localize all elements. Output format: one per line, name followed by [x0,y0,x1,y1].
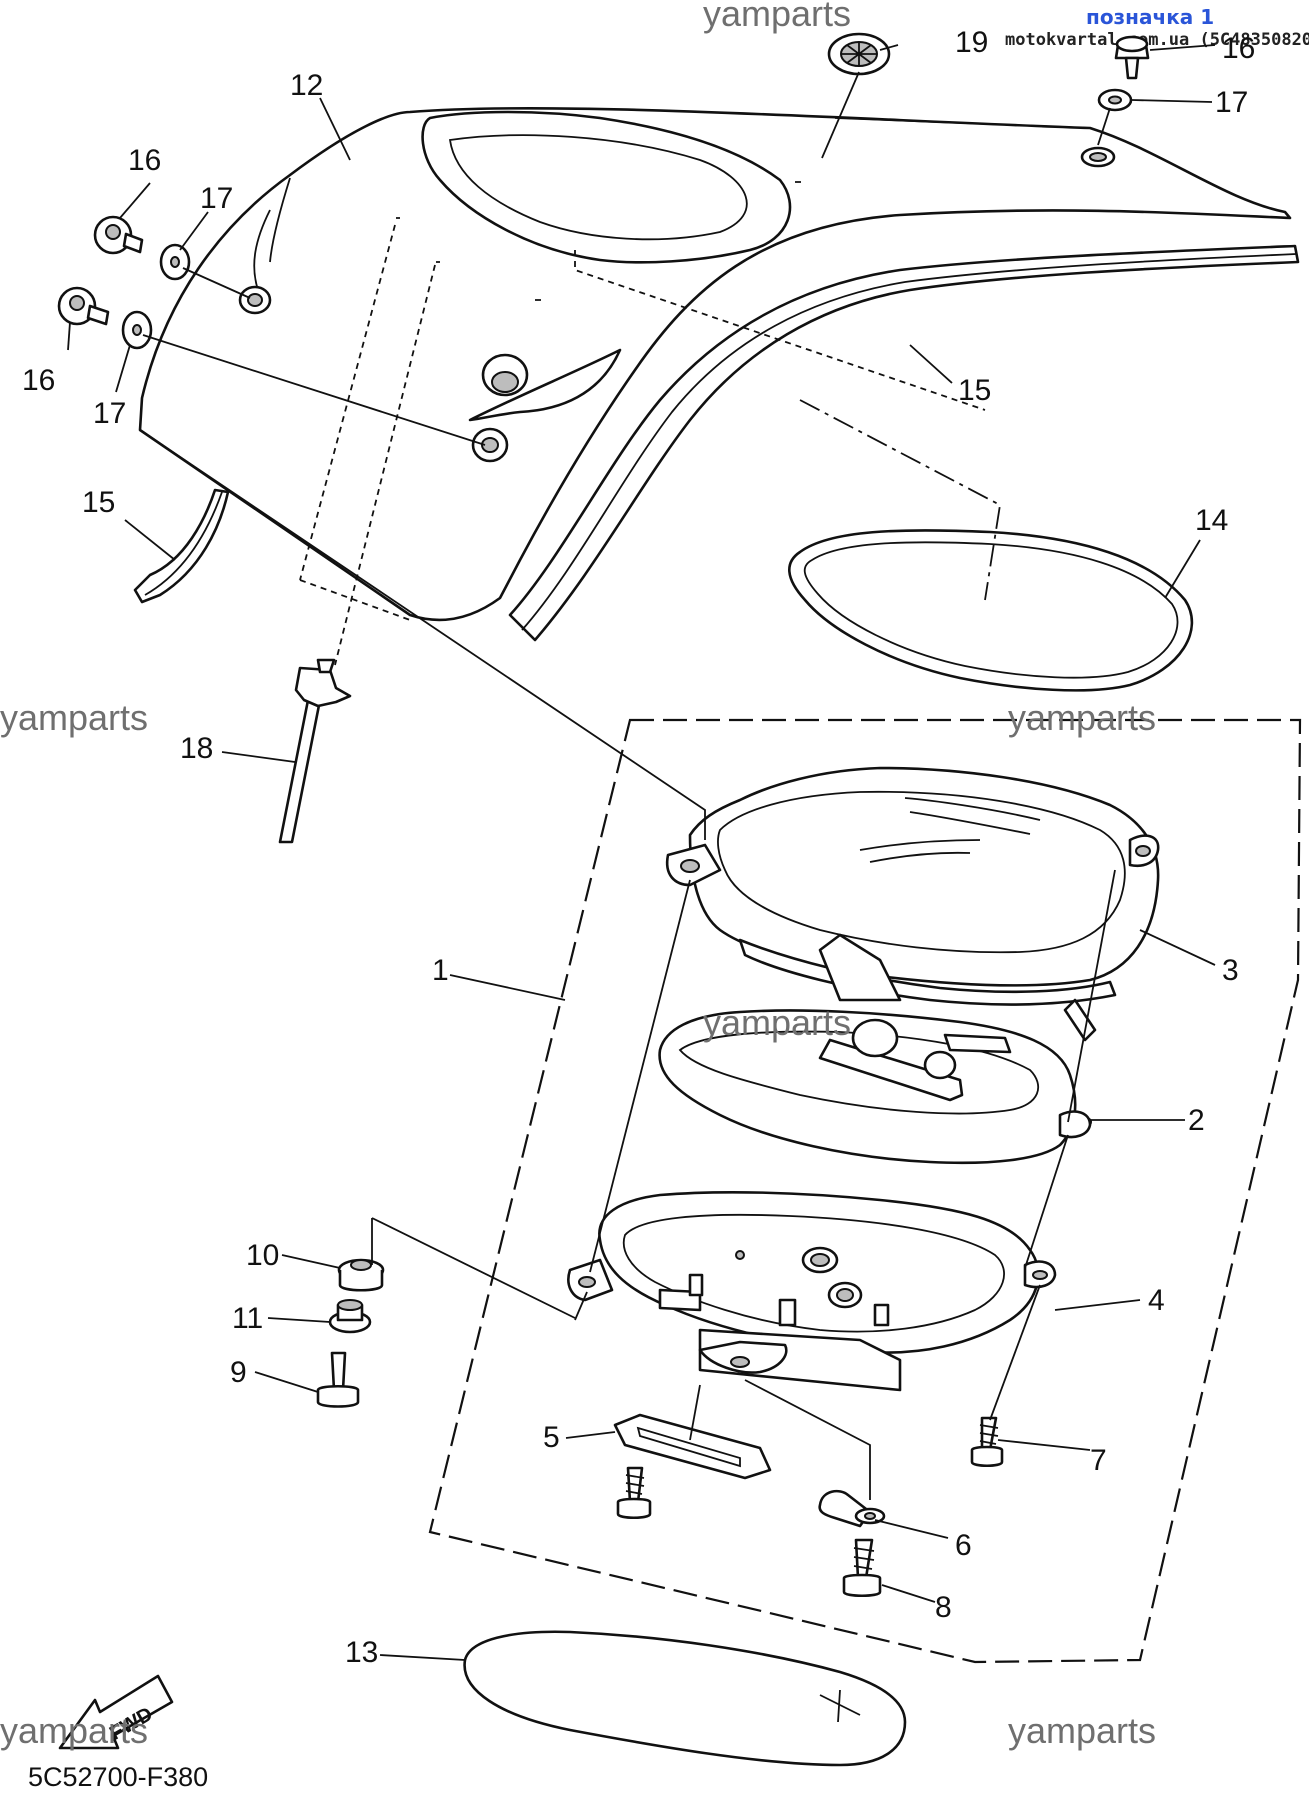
washer-17-upper-left [159,243,191,281]
bolt-16-upper-left [93,215,144,255]
plate-5 [613,1413,772,1480]
callout-8: 8 [935,1591,952,1624]
sticker-13 [463,1630,907,1767]
reference-lines [139,71,1116,1500]
screw-7 [970,1416,1004,1468]
washer-17-lower-left [121,310,153,350]
callout-14: 14 [1195,504,1228,537]
callout-4: 4 [1148,1284,1165,1317]
meter-cover [138,106,1292,622]
callout-3: 3 [1222,954,1239,987]
watermark-left: yamparts [0,697,148,738]
meter-case-upper-3 [665,766,1160,1042]
clip-6 [818,1489,886,1528]
lens-gasket-14 [788,529,1194,692]
collar-11 [328,1299,372,1334]
callout-6: 6 [955,1529,972,1562]
meter-unit-2 [658,1009,1092,1165]
callout-7: 7 [1090,1444,1107,1477]
callout-15-right: 15 [958,374,991,407]
watermark-bottom-right: yamparts [1008,1710,1156,1751]
callout-17-lower-left: 17 [93,397,126,430]
callout-16-top: 16 [1222,32,1255,65]
callout-15-left: 15 [82,486,115,519]
watermark-right: yamparts [1008,697,1156,738]
callout-16-upper-left: 16 [128,144,161,177]
callout-1: 1 [432,954,449,987]
grommet-10 [337,1258,385,1292]
source-label: motokvartal.com.ua (5C4835082000) [1005,30,1309,50]
callout-17-upper-left: 17 [200,182,233,215]
callout-leaders [67,44,1216,1661]
callout-17-top: 17 [1215,86,1248,119]
cover-grommet [238,146,1116,463]
watermarks: yamparts yamparts yamparts yamparts yamp… [0,0,1156,1751]
cable-tie-18 [278,658,352,844]
watermark-center: yamparts [703,1002,851,1043]
callout-11: 11 [232,1302,263,1335]
callout-13: 13 [345,1636,378,1669]
weatherstrip-right [508,244,1300,642]
screw-9 [316,1351,360,1408]
bolt-16-top-right [1114,35,1150,80]
callout-19: 19 [955,26,988,59]
callout-5: 5 [543,1421,560,1454]
bolt-16-lower-left [57,286,110,326]
assembly-boundary [428,718,1302,1664]
callout-10: 10 [246,1239,279,1272]
screw-5-lower [616,1466,652,1520]
callout-18: 18 [180,732,213,765]
callout-2: 2 [1188,1104,1205,1137]
washer-17-top-right [1097,88,1133,112]
watermark-bottom-left: yamparts [0,1710,148,1751]
callout-12: 12 [290,69,323,102]
grommet-19 [827,32,891,76]
tag-label: позначка 1 [1086,5,1214,29]
meter-case-lower-4 [567,1190,1057,1392]
screw-8 [842,1538,882,1598]
callout-numbers: 12 19 16 17 16 17 16 17 15 15 14 18 1 3 … [22,26,1255,1669]
callout-16-lower-left: 16 [22,364,55,397]
weatherstrip-left [133,488,230,604]
diagram-code: 5C52700-F380 [28,1762,208,1792]
watermark-top: yamparts [703,0,851,34]
callout-9: 9 [230,1356,247,1389]
